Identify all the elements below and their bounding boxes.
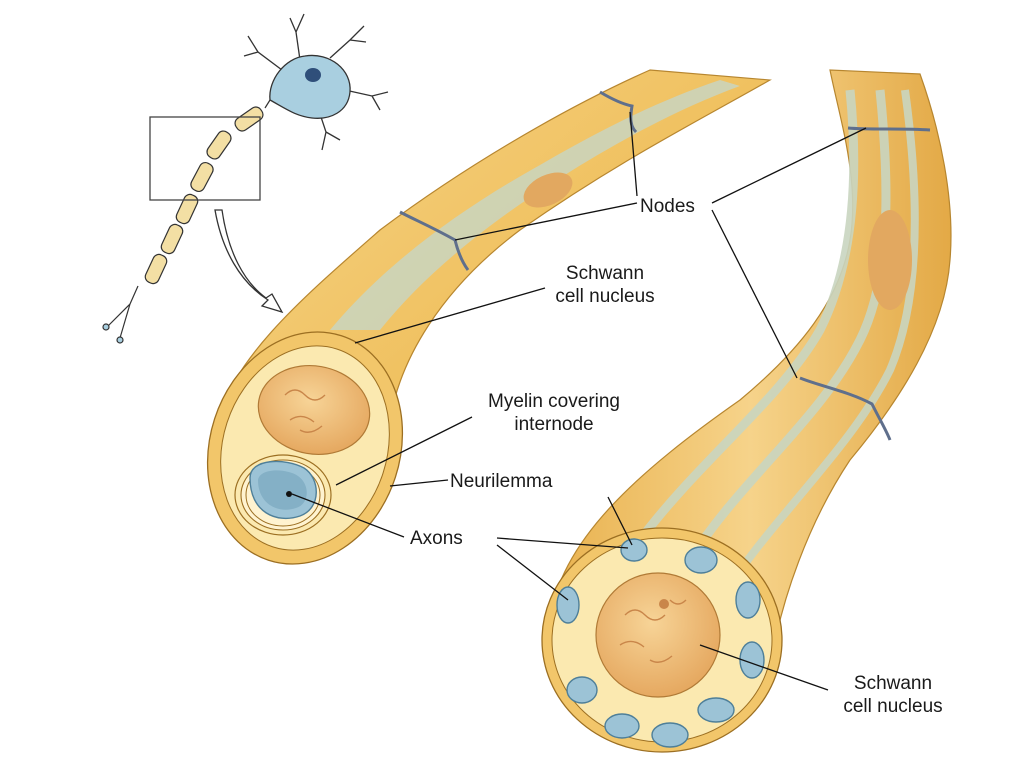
myelinated-cross-section — [206, 331, 404, 565]
cross-section-schwann-nucleus — [257, 364, 371, 456]
label-schwann-cell-nucleus-top: Schwann cell nucleus — [540, 262, 670, 308]
dendrites — [243, 13, 389, 151]
tube-schwann-nucleus — [523, 172, 573, 208]
label-schwann-bottom-line1: Schwann — [853, 673, 933, 694]
label-schwann-cell-nucleus-bottom: Schwann cell nucleus — [828, 672, 958, 718]
zoom-arrow — [214, 209, 284, 314]
neuron-overview — [102, 13, 389, 344]
neuron-axon — [102, 99, 271, 344]
label-neurilemma: Neurilemma — [450, 471, 553, 492]
label-schwann-bottom-line2: cell nucleus — [843, 696, 943, 717]
label-axons: Axons — [410, 528, 463, 549]
node-marker — [847, 126, 931, 132]
node-marker — [799, 376, 892, 441]
myelinated-fiber — [206, 69, 772, 565]
node-marker — [599, 90, 638, 134]
tube-schwann-nucleus — [868, 210, 912, 310]
unmyelinated-axons — [556, 538, 765, 748]
label-schwann-top-line1: Schwann — [565, 263, 645, 284]
neuron-cell-body — [269, 54, 351, 119]
label-nodes: Nodes — [640, 196, 695, 217]
leader-lines — [291, 111, 867, 691]
zoom-box — [149, 116, 261, 201]
label-schwann-top-line2: cell nucleus — [555, 286, 655, 307]
label-myelin-line1: Myelin covering — [488, 391, 620, 412]
unmyelinated-fiber — [541, 69, 952, 753]
cross-section-schwann-nucleus — [595, 572, 721, 698]
label-myelin-line2: internode — [514, 414, 594, 435]
neuron-nucleus — [305, 68, 321, 82]
unmyelinated-cross-section — [541, 527, 783, 753]
label-myelin-covering: Myelin covering internode — [470, 390, 638, 436]
axon-band — [330, 80, 740, 330]
